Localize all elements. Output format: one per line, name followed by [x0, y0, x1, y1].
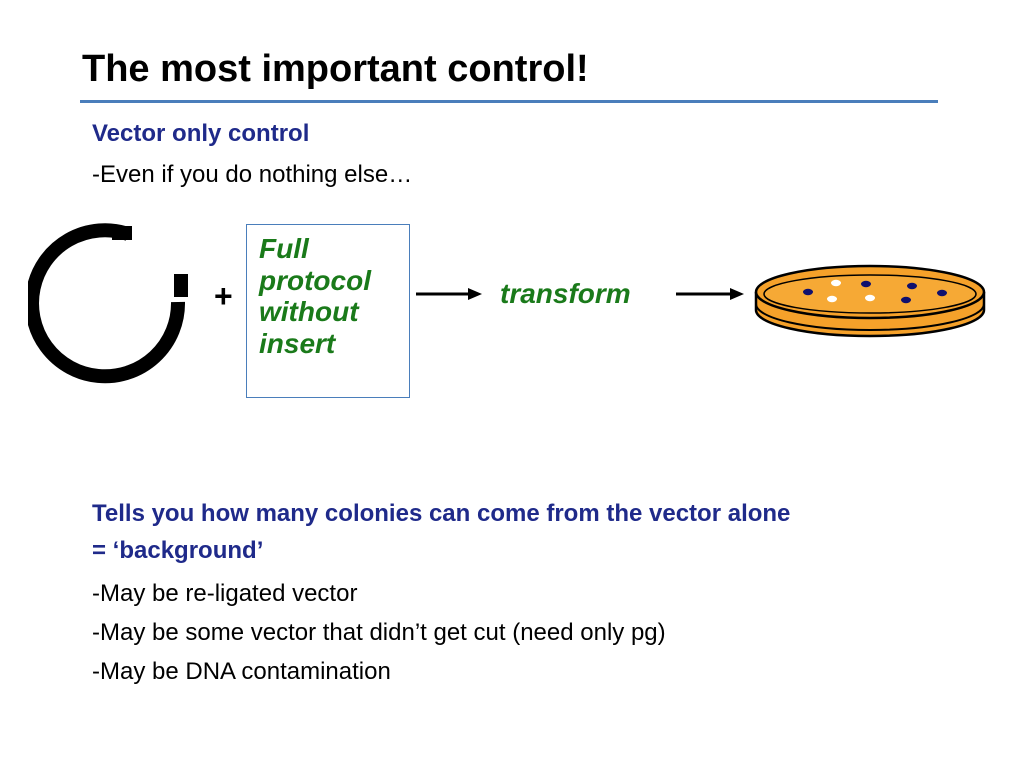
- transform-label: transform: [500, 278, 631, 309]
- protocol-line: protocol: [259, 264, 371, 296]
- list-item: -May be DNA contamination: [92, 657, 391, 685]
- explanation-line: Tells you how many colonies can come fro…: [92, 500, 791, 527]
- background-explanation: Tells you how many colonies can come fro…: [92, 495, 972, 569]
- protocol-line: without: [259, 296, 359, 328]
- plus-sign: +: [214, 278, 233, 314]
- plasmid-ring-icon: [28, 223, 188, 384]
- subheading: Vector only control: [92, 120, 310, 147]
- arrow-right-icon: [676, 288, 744, 300]
- protocol-box: Full protocol without insert: [246, 224, 410, 398]
- list-item: -May be re-ligated vector: [92, 580, 358, 607]
- petri-dish-icon: [754, 264, 986, 338]
- arrow-right-icon: [416, 288, 482, 300]
- protocol-line: Full: [259, 233, 309, 264]
- protocol-line: insert: [259, 327, 336, 359]
- subheading-note: -Even if you do nothing else…: [92, 161, 413, 188]
- explanation-line: = ‘background’: [92, 537, 264, 565]
- title-divider: [80, 100, 938, 103]
- cause-list: -May be re-ligated vector -May be some v…: [92, 575, 972, 692]
- list-item: -May be some vector that didn’t get cut …: [92, 618, 666, 646]
- page-title: The most important control!: [82, 48, 589, 90]
- colony-dots: [803, 279, 947, 304]
